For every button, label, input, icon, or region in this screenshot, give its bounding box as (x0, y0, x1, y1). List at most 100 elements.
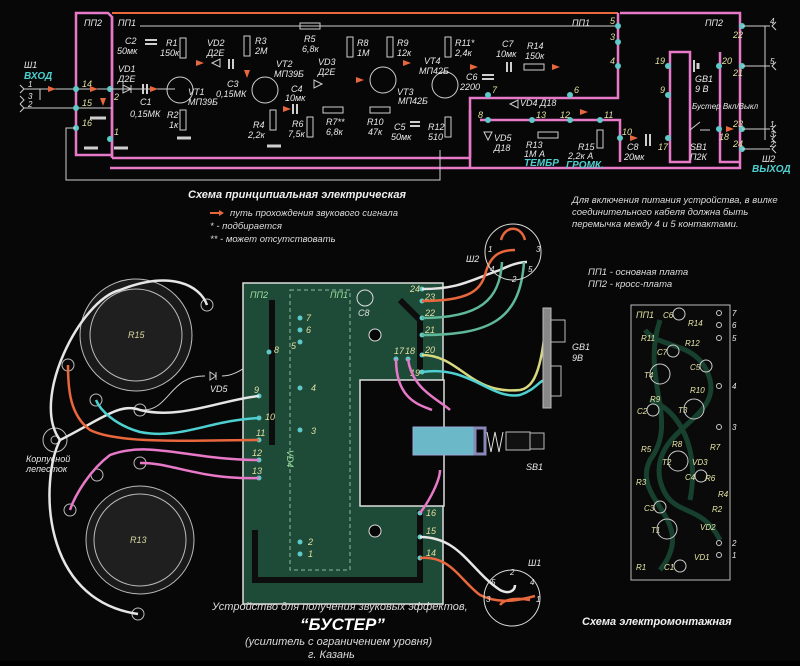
svg-text:SB1: SB1 (526, 462, 543, 472)
component-c7: C7 10мк (496, 39, 517, 72)
node-3 (615, 39, 621, 45)
component-vd3: VD3 Д2Е (313, 57, 336, 89)
svg-text:перемычка между 4 и 5 контакта: перемычка между 4 и 5 контактами. (572, 219, 739, 230)
input-label: ВХОД (24, 71, 52, 82)
component-r3: R3 2М (243, 35, 268, 57)
pcb-capacitor-outline (694, 469, 708, 483)
svg-text:R5: R5 (304, 34, 316, 44)
node-20 (716, 63, 722, 69)
pcb-part-label: R6 (705, 474, 716, 483)
label-pp2-right: ПП2 (705, 18, 723, 28)
svg-text:3: 3 (536, 245, 541, 254)
pcb-part-label: R11 (641, 334, 655, 343)
device-name: “БУСТЕР” (300, 615, 385, 634)
svg-text:9: 9 (254, 385, 259, 395)
wire-white-lug (48, 439, 139, 616)
svg-text:1: 1 (732, 551, 736, 560)
device-title-block: Устройство для получения звуковых эффект… (211, 601, 468, 661)
node-7-label: 7 (492, 85, 498, 95)
pcb-capacitor-outline (653, 500, 667, 514)
svg-text:VD2: VD2 (207, 38, 225, 48)
svg-text:SB1: SB1 (690, 142, 707, 152)
node-12 (567, 117, 573, 123)
svg-text:R6: R6 (292, 119, 304, 129)
svg-text:ПП1: ПП1 (636, 310, 654, 320)
component-r9: R9 12к (386, 36, 412, 58)
node-4-label: 4 (610, 56, 615, 66)
svg-text:16: 16 (426, 508, 436, 518)
pcb-part-label: R14 (688, 319, 703, 328)
component-c8: C8 20мк (623, 134, 651, 162)
pcb-part-label: R3 (636, 478, 647, 487)
svg-text:14: 14 (426, 548, 436, 558)
svg-text:VD3: VD3 (318, 57, 336, 67)
wire-white-24 (421, 260, 528, 291)
svg-text:2,4к: 2,4к (454, 48, 473, 58)
node-11 (597, 117, 603, 123)
pp1-outline (110, 13, 620, 158)
svg-text:8: 8 (274, 345, 279, 355)
pp1-outline-dashed (289, 289, 351, 571)
svg-text:R4: R4 (253, 120, 265, 130)
pcb-part-label: VD3 (692, 458, 708, 467)
svg-text:6,8к: 6,8к (302, 44, 320, 54)
pcb-part-label: R2 (712, 505, 723, 514)
wire-green-22 (421, 261, 504, 320)
schematic: ПП2 ПП1 ПП1 ПП2 Ш1 ВХОД 1 3 2 14 15 16 2… (19, 11, 791, 181)
svg-text:1к: 1к (169, 120, 179, 130)
pcb-part-label: VD1 (694, 553, 710, 562)
component-c2: C2 50мк (117, 36, 157, 56)
wire-pink-18 (406, 358, 451, 411)
battery-gb1-drawing: GB1 9В (542, 307, 590, 409)
potentiometer-r13: R13 1М А ТЕМБР (524, 131, 559, 169)
svg-text:5: 5 (491, 578, 496, 587)
svg-text:3: 3 (770, 130, 775, 139)
potentiometer-r15-drawing: R15 (61, 278, 214, 417)
potentiometer-r15: R15 2,2к А ГРОМК. (566, 129, 604, 171)
svg-text:0,15МК: 0,15МК (216, 89, 247, 99)
component-vd1: VD1 Д2Е (117, 64, 136, 94)
svg-text:VD1: VD1 (118, 64, 136, 74)
pcb-pins: 7 6 5 4 3 2 1 (716, 309, 737, 560)
svg-text:4: 4 (311, 383, 316, 393)
node-6-label: 6 (574, 85, 579, 95)
svg-text:R15: R15 (578, 142, 596, 152)
svg-text:VT2: VT2 (276, 59, 293, 69)
svg-text:Д2Е: Д2Е (206, 48, 225, 58)
pcb-part-label: R12 (685, 339, 700, 348)
svg-text:2: 2 (769, 140, 775, 149)
pp2-border-right (110, 11, 742, 170)
board-legend: ПП1 - основная плата ПП2 - кросс-плата (588, 267, 688, 290)
svg-text:2,2к: 2,2к (247, 130, 266, 140)
svg-text:2200: 2200 (459, 82, 480, 92)
label-pp1: ПП1 (118, 18, 136, 28)
node-21-label: 21 (732, 68, 743, 78)
component-c3: C3 0,15МК (216, 59, 247, 99)
output-connector-symbol: 4 5 1 3 2 (742, 17, 777, 154)
wire-orange-23 (421, 248, 516, 303)
svg-text:5: 5 (528, 265, 533, 274)
node-5-label: 5 (610, 16, 616, 26)
label-pp2-left: ПП2 (84, 18, 102, 28)
pp2-loop-c8 (480, 118, 622, 162)
input-pin-2: 2 (27, 100, 33, 109)
wire-16-to-sb1 (65, 127, 441, 181)
node-24-label: 24 (732, 139, 743, 149)
pcb-capacitor-outline (666, 344, 680, 358)
svg-text:13: 13 (252, 466, 262, 476)
chassis-lug: Корпусной лепесток (25, 427, 70, 474)
svg-text:GB1: GB1 (695, 74, 713, 84)
svg-text:12: 12 (252, 448, 262, 458)
node-8 (485, 117, 491, 123)
svg-text:22: 22 (424, 308, 435, 318)
node-15-label: 15 (82, 98, 93, 108)
svg-text:R14: R14 (527, 41, 544, 51)
svg-text:6: 6 (732, 321, 737, 330)
svg-text:20: 20 (424, 345, 435, 355)
node-16-label: 16 (82, 118, 92, 128)
svg-text:20мк: 20мк (623, 152, 645, 162)
svg-text:VD4: VD4 (285, 450, 295, 468)
pcb-part-label: C2 (637, 407, 648, 416)
node-1-label: 1 (114, 127, 119, 137)
